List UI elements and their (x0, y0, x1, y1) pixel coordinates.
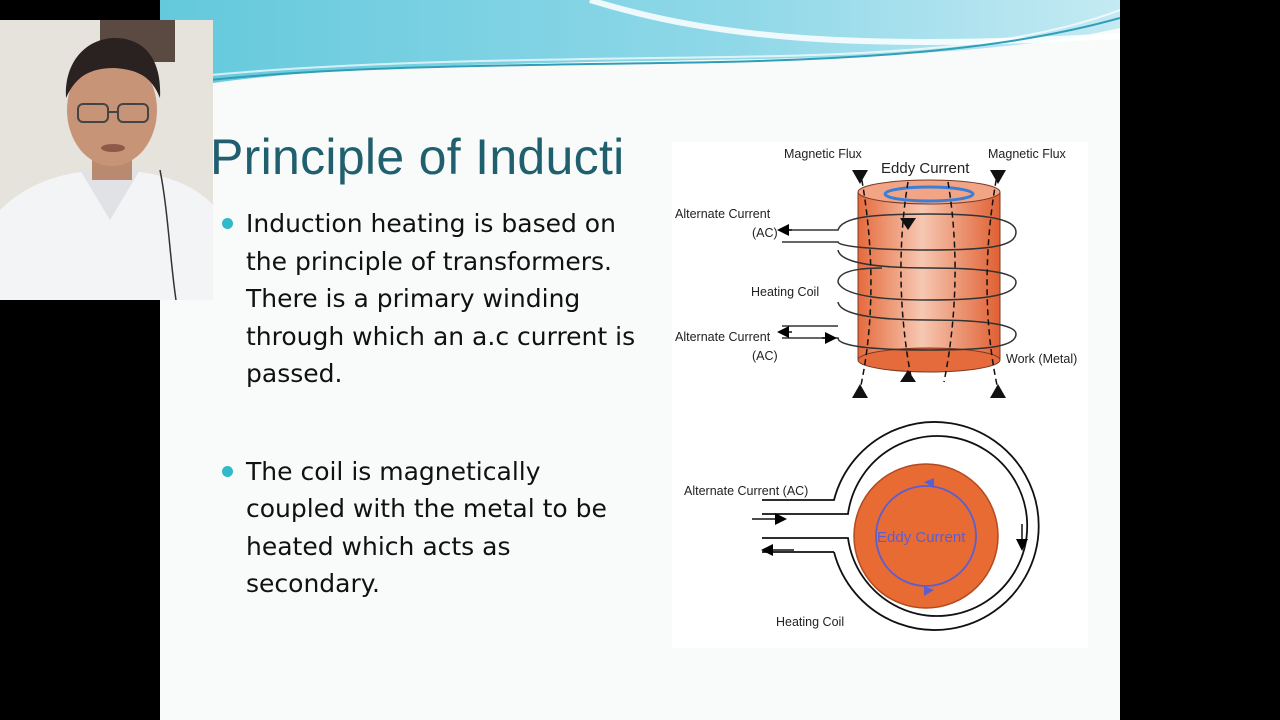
ac-top-label-2: (AC) (752, 226, 778, 240)
ac-arrows-bottom (752, 513, 1028, 556)
heating-coil-top-label: Heating Coil (751, 285, 819, 299)
metal-cross-section (853, 463, 999, 609)
ac-top-label-1: Alternate Current (675, 207, 771, 221)
slide-title: Principle of Inducti (210, 129, 625, 185)
magnetic-flux-left-label: Magnetic Flux (784, 147, 863, 161)
induction-heating-diagram: Magnetic Flux Eddy Current Magnetic Flux… (672, 142, 1088, 648)
work-metal-label: Work (Metal) (1006, 352, 1077, 366)
presenter-webcam-overlay (0, 20, 213, 300)
ac-bottom-diagram-label: Alternate Current (AC) (684, 484, 808, 498)
eddy-current-inner-label: Eddy Current (877, 529, 966, 546)
coil-cross-section (762, 421, 1040, 631)
magnetic-flux-right-label: Magnetic Flux (988, 147, 1067, 161)
eddy-current-label: Eddy Current (881, 160, 970, 177)
presenter-video-icon (0, 20, 213, 300)
cylinder-work-metal (857, 179, 1001, 373)
ac-bottom-label-2: (AC) (752, 349, 778, 363)
magnetic-flux-lines (859, 169, 999, 391)
ac-arrows-top (777, 224, 837, 344)
eddy-arrowheads (924, 478, 934, 596)
header-wave-decoration (160, 0, 1120, 92)
heating-coil-bottom-label: Heating Coil (776, 615, 844, 629)
presentation-slide: Principle of Inducti Induction heating i… (160, 0, 1120, 720)
bullet-item: Induction heating is based on the princi… (218, 205, 638, 393)
eddy-current-loop (875, 485, 977, 587)
bullet-item: The coil is magnetically coupled with th… (218, 453, 638, 603)
ac-bottom-label-1: Alternate Current (675, 330, 771, 344)
bullet-list: Induction heating is based on the princi… (218, 205, 638, 603)
flux-arrowheads (852, 170, 1006, 398)
